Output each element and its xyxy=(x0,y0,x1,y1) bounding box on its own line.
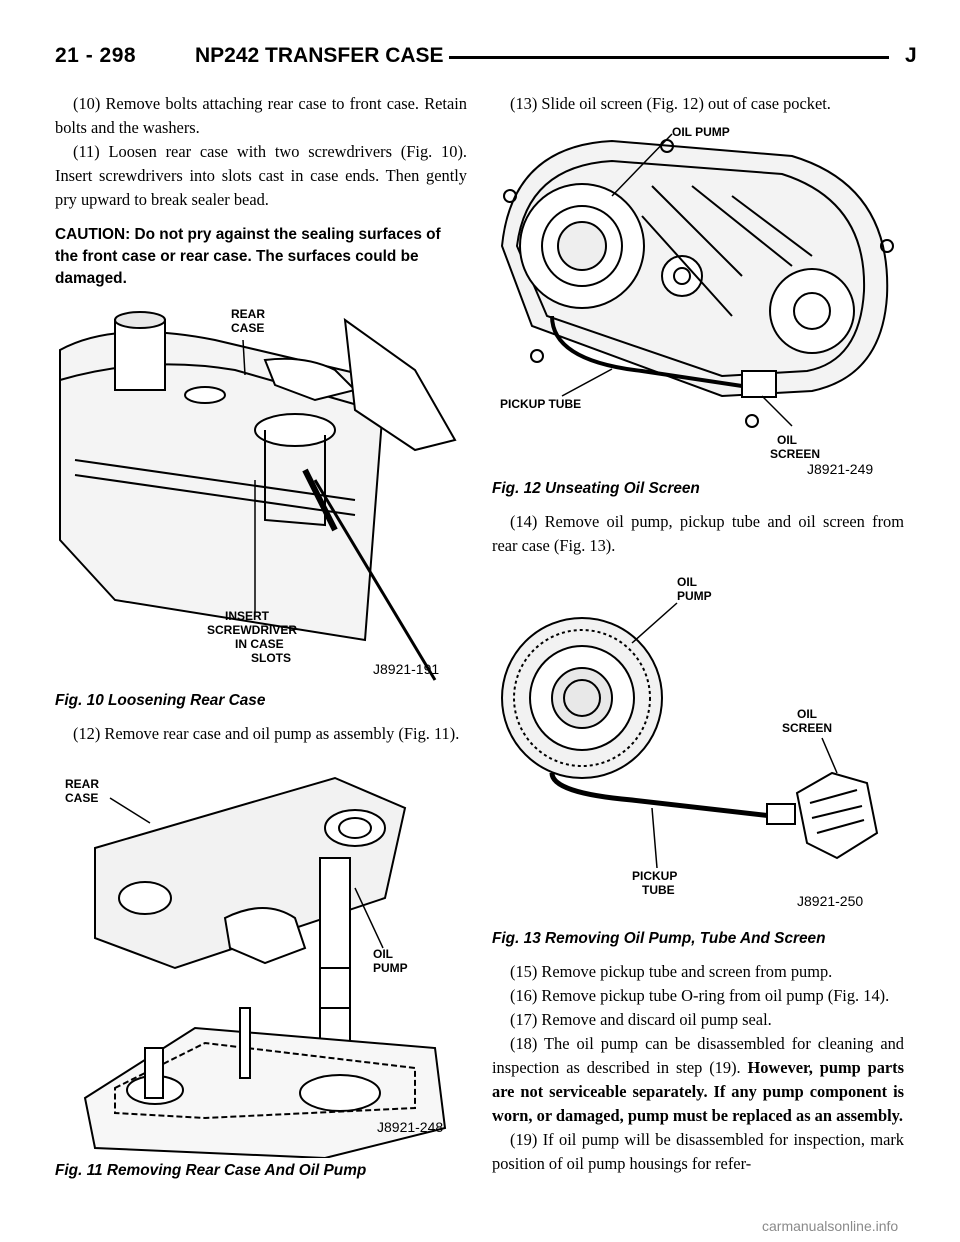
figure-10-caption: Fig. 10 Loosening Rear Case xyxy=(55,692,266,709)
figure-12-caption: Fig. 12 Unseating Oil Screen xyxy=(492,480,700,497)
fig13-label-tube: TUBE xyxy=(642,883,675,897)
step-15: (15) Remove pickup tube and screen from … xyxy=(510,962,833,981)
step-18-text: (18) The oil pump can be disassembled fo… xyxy=(492,1034,904,1077)
header-letter: J xyxy=(905,44,917,67)
step-14: (14) Remove oil pump, pickup tube and oi… xyxy=(492,512,904,555)
figure-13-illustration: OIL PUMP OIL SCREEN PICKUP TUBE J8921-25… xyxy=(501,575,879,909)
fig12-code: J8921-249 xyxy=(807,461,873,476)
fig13-label-oil: OIL xyxy=(677,575,697,589)
fig12-label-pickup-tube: PICKUP TUBE xyxy=(500,397,581,411)
step-12: (12) Remove rear case and oil pump as as… xyxy=(73,724,460,743)
figure-11-caption: Fig. 11 Removing Rear Case And Oil Pump xyxy=(55,1162,367,1179)
fig13-code: J8921-250 xyxy=(797,893,863,909)
fig11-code: J8921-248 xyxy=(377,1119,443,1135)
figure-11-illustration: REAR CASE OIL PUMP J8921-248 xyxy=(65,776,447,1158)
step-18-warning: However, pump parts are not serviceable … xyxy=(492,1058,904,1125)
fig12-label-screen: SCREEN xyxy=(770,447,820,461)
left-column: (10) Remove bolts attaching rear case to… xyxy=(55,92,467,1192)
right-column: (13) Slide oil screen (Fig. 12) out of c… xyxy=(492,92,904,1176)
fig13-label-pickup: PICKUP xyxy=(632,869,677,883)
page-number: 21 - 298 xyxy=(55,44,137,67)
fig13-label-pump: PUMP xyxy=(677,589,712,603)
step-16: (16) Remove pickup tube O-ring from oil … xyxy=(510,986,890,1005)
fig10-label-insert-4: SLOTS xyxy=(251,651,291,665)
fig12-label-oil: OIL xyxy=(777,433,797,447)
fig10-label-case: CASE xyxy=(231,321,264,335)
fig11-label-pump: PUMP xyxy=(373,961,408,975)
figure-12-illustration: OIL PUMP PICKUP TUBE OIL SCREEN J8921-24… xyxy=(500,126,894,476)
step-13: (13) Slide oil screen (Fig. 12) out of c… xyxy=(510,94,831,113)
figure-11: REAR CASE OIL PUMP J8921-248 Fig. 11 Rem… xyxy=(55,768,467,1180)
figure-12: OIL PUMP PICKUP TUBE OIL SCREEN J8921-24… xyxy=(492,126,904,498)
fig10-label-insert-2: SCREWDRIVER xyxy=(207,623,297,637)
fig11-label-oil: OIL xyxy=(373,947,393,961)
fig10-label-insert-3: IN CASE xyxy=(235,637,284,651)
figure-10-illustration: REAR CASE INSERT SCREWDRIVER IN CASE SLO… xyxy=(59,307,457,681)
header-rule xyxy=(449,56,889,59)
fig13-label-oil-2: OIL xyxy=(797,707,817,721)
fig11-label-case: CASE xyxy=(65,791,98,805)
fig10-label-rear: REAR xyxy=(231,307,265,321)
step-11: (11) Loosen rear case with two screwdriv… xyxy=(55,142,467,209)
step-17: (17) Remove and discard oil pump seal. xyxy=(510,1010,772,1029)
step-10: (10) Remove bolts attaching rear case to… xyxy=(55,94,467,137)
page-header: 21 - 298 NP242 TRANSFER CASE J xyxy=(55,42,920,72)
figure-13: OIL PUMP OIL SCREEN PICKUP TUBE J8921-25… xyxy=(492,568,904,948)
fig11-label-rear: REAR xyxy=(65,777,99,791)
watermark: carmanualsonline.info xyxy=(762,1218,899,1234)
fig10-code: J8921-191 xyxy=(373,661,439,677)
fig13-label-screen: SCREEN xyxy=(782,721,832,735)
step-19: (19) If oil pump will be disassembled fo… xyxy=(492,1130,904,1173)
section-title: NP242 TRANSFER CASE xyxy=(195,44,444,67)
figure-13-caption: Fig. 13 Removing Oil Pump, Tube And Scre… xyxy=(492,930,826,947)
step-18: (18) The oil pump can be disassembled fo… xyxy=(492,1032,904,1128)
fig10-label-insert-1: INSERT xyxy=(225,609,270,623)
caution-note: CAUTION: Do not pry against the sealing … xyxy=(55,226,441,287)
fig12-label-oil-pump: OIL PUMP xyxy=(672,126,730,139)
figure-10: REAR CASE INSERT SCREWDRIVER IN CASE SLO… xyxy=(55,300,467,710)
